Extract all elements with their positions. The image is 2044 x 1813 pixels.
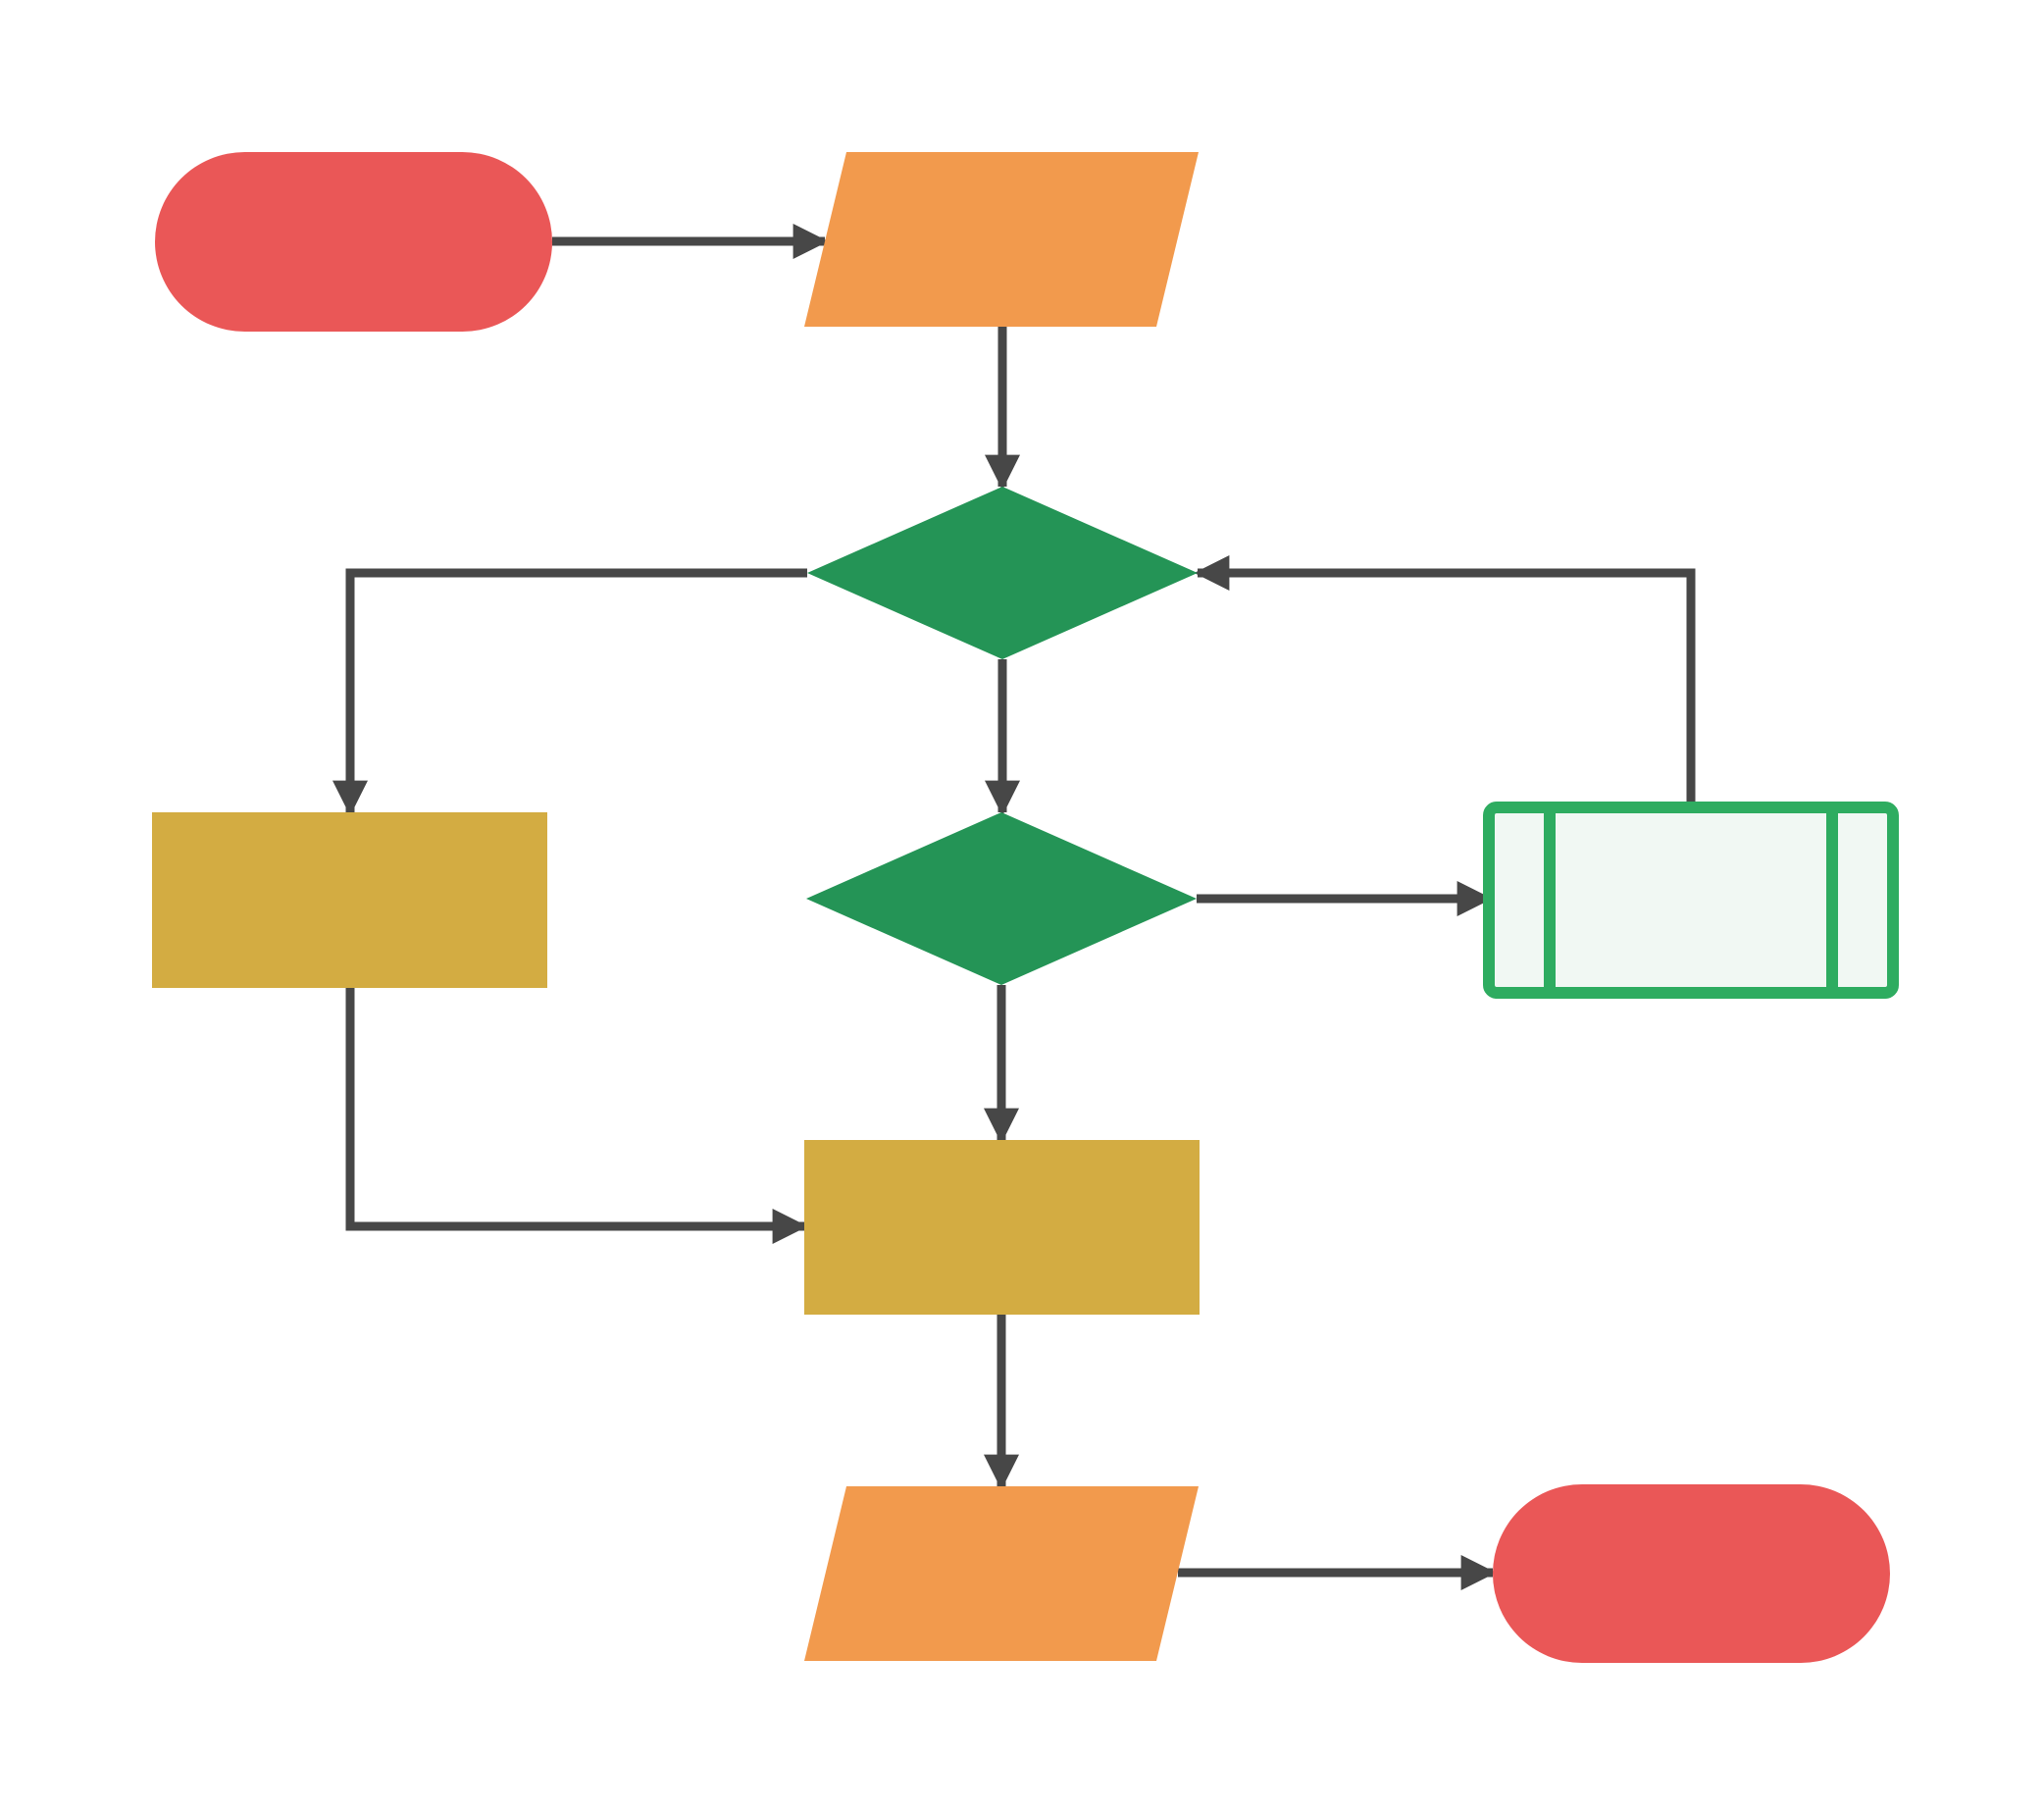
input-parallelogram-node [804, 152, 1199, 327]
process-2-rectangle-node [804, 1140, 1200, 1315]
decision-2-diamond-node [806, 812, 1197, 985]
start-terminator-node [155, 152, 552, 332]
process-1-rectangle-node [152, 812, 547, 988]
decision-1-diamond-node [807, 487, 1198, 659]
predefined-process-node [1483, 802, 1899, 999]
connector-decision1-to-process1 [332, 568, 807, 816]
end-terminator-node [1493, 1484, 1890, 1663]
connector-subroutine-to-decision1 [1194, 555, 1696, 807]
output-parallelogram-node [804, 1486, 1199, 1661]
connector-process1-to-process2 [345, 988, 808, 1244]
